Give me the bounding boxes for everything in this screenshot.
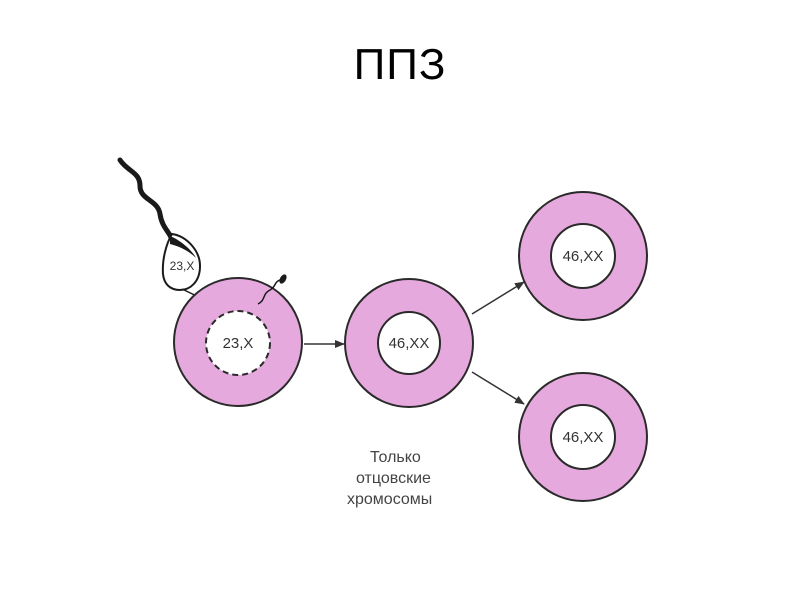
egg-cell: 23,X: [173, 277, 303, 407]
penetrating-sperm-head: [279, 274, 287, 284]
zygote-nucleus: [377, 311, 441, 375]
daughter-cell-top: 46,XX: [518, 191, 648, 321]
caption: Только отцовские хромосомы: [347, 449, 432, 508]
arrow-to-top-cell: [471, 281, 525, 315]
egg-nucleus-label: 23,X: [223, 335, 254, 352]
sperm: 23,X: [161, 232, 202, 292]
caption-line-1: Только: [370, 449, 421, 466]
top-cell-label: 46,XX: [563, 248, 604, 265]
caption-line-3: хромосомы: [347, 491, 432, 508]
top-cell-nucleus: [550, 223, 616, 289]
sperm-tail: [117, 157, 175, 243]
daughter-cell-bottom: 46,XX: [518, 372, 648, 502]
caption-line-2: отцовские: [356, 470, 431, 487]
zygote: 46,XX: [344, 278, 474, 408]
bottom-cell-nucleus: [550, 404, 616, 470]
zygote-label: 46,XX: [389, 335, 430, 352]
slide-title: ППЗ: [353, 40, 447, 89]
sperm-label: 23,X: [170, 259, 195, 273]
arrow-to-bottom-cell: [471, 371, 525, 405]
bottom-cell-label: 46,XX: [563, 429, 604, 446]
sperm-neck: [170, 236, 196, 258]
egg-nucleus: [205, 310, 271, 376]
sperm-head: [161, 232, 202, 292]
penetrating-sperm-tail: [257, 279, 281, 305]
